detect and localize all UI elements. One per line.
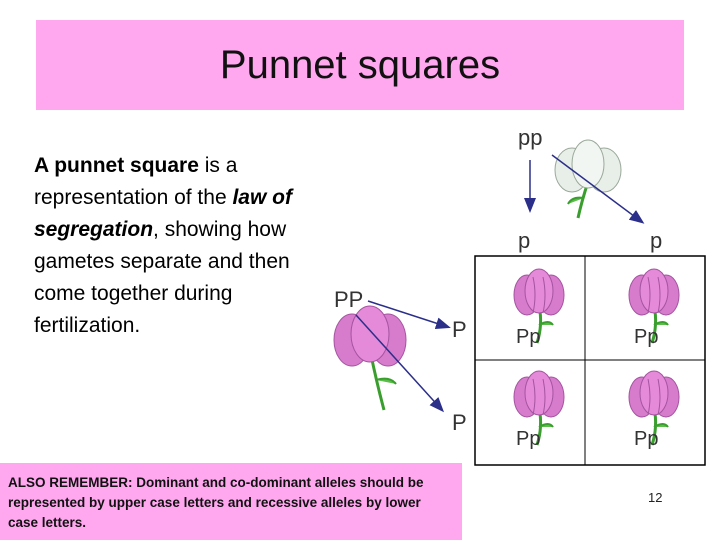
law-of-segregation: law of segregation (34, 186, 292, 241)
slide-title: Punnet squares (219, 42, 501, 87)
left-gamete-1: P (452, 317, 467, 342)
slide-number: 12 (648, 490, 663, 505)
white-flower-icon (554, 139, 622, 219)
term-bold: A punnet square (34, 154, 199, 177)
left-parent-label: PP (334, 287, 363, 312)
punnett-diagram: pp p p PP P P Pp Pp Pp Pp (333, 125, 706, 466)
left-gamete-2: P (452, 410, 467, 435)
arrow-left-1 (367, 300, 451, 329)
pink-parent-flower-icon (333, 305, 407, 411)
cell-genotype-2: Pp (634, 326, 658, 348)
top-gamete-1: p (518, 228, 530, 253)
arrow-left-2 (355, 314, 445, 413)
body-text-part-1: is a representation of the (34, 154, 238, 209)
reminder-note: ALSO REMEMBER: Dominant and co-dominant … (0, 463, 462, 540)
cell-genotype-4: Pp (634, 428, 658, 450)
arrow-top-2 (551, 154, 645, 224)
top-gamete-2: p (650, 228, 662, 253)
definition-text: A punnet square is a representation of t… (34, 150, 334, 342)
body-text-part-2: , showing how gametes separate and then … (34, 218, 290, 337)
top-parent-label: pp (518, 125, 542, 150)
title-banner: Punnet squares (36, 20, 684, 110)
cell-genotype-1: Pp (516, 326, 540, 348)
cell-genotype-3: Pp (516, 428, 540, 450)
